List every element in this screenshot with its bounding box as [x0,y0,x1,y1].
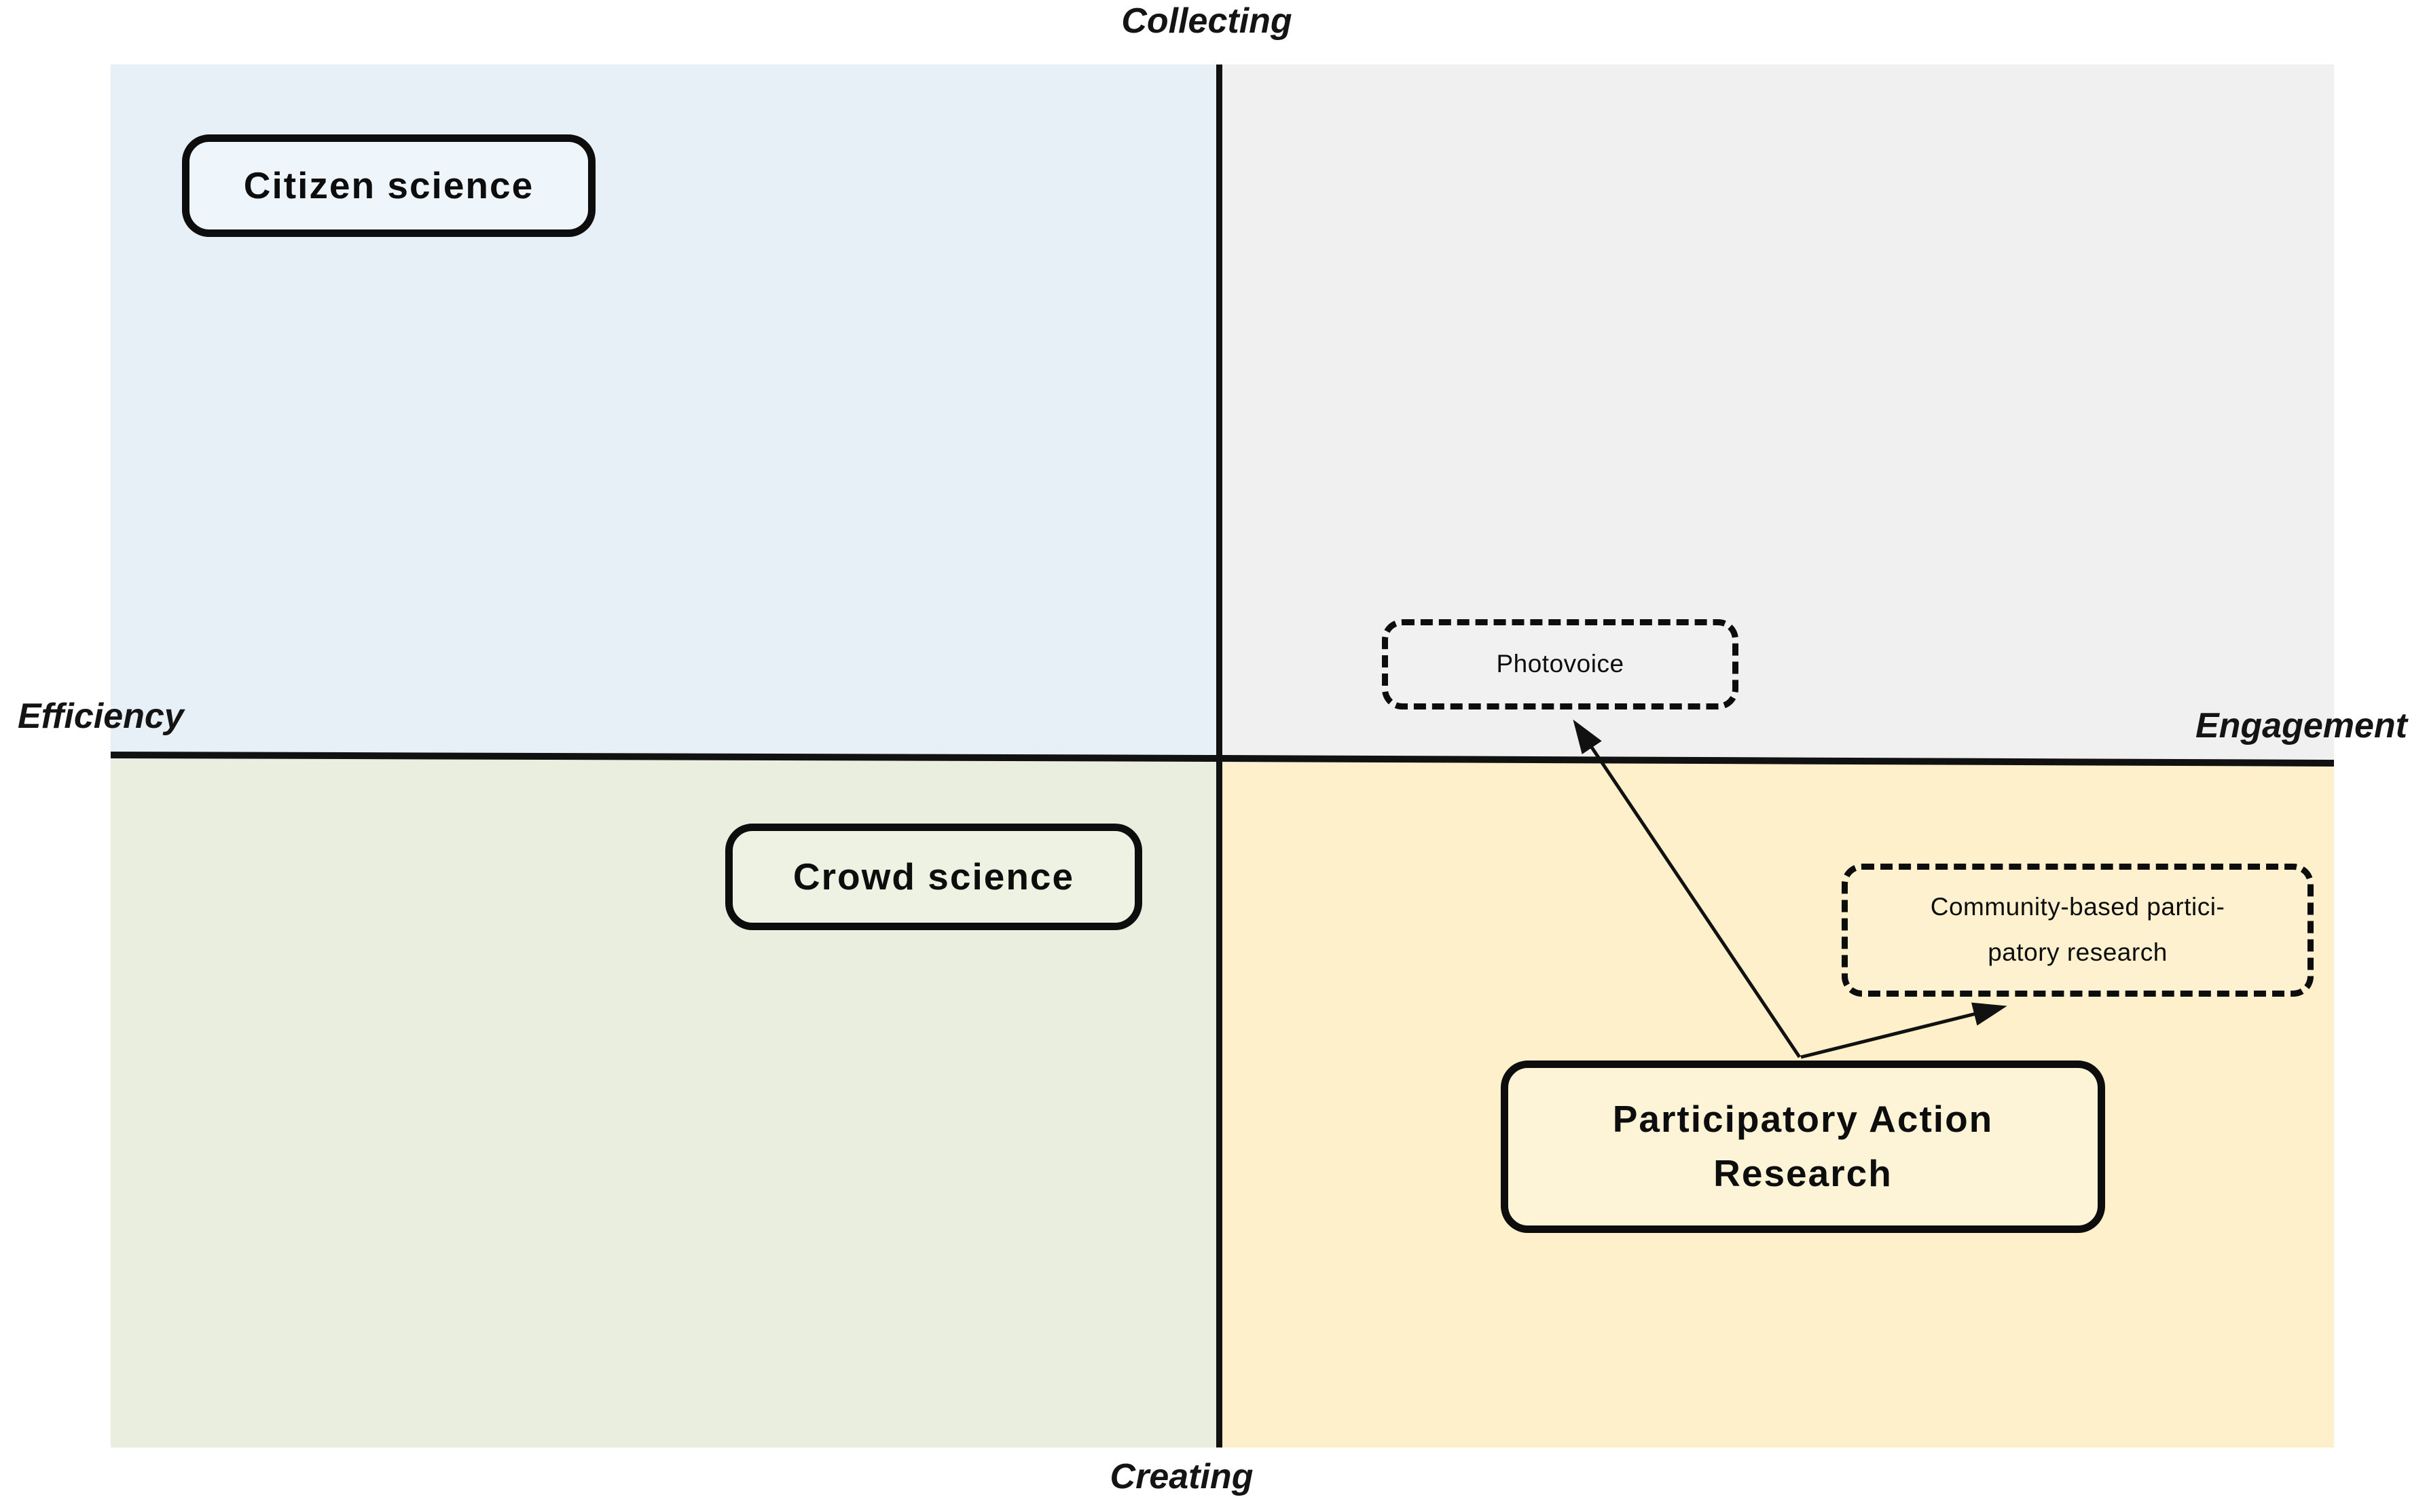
node-par-label-line1: Participatory Action [1612,1098,1994,1141]
node-cbpr-label-line2: patory research [1988,938,2168,966]
node-photovoice-label: Photovoice [1496,650,1624,678]
axis-label-engagement: Engagement [2195,706,2407,745]
node-photovoice: Photovoice [1382,619,1738,709]
node-crowd-science: Crowd science [725,824,1142,930]
node-community-based-participatory-research: Community-based partici- patory research [1842,864,2314,997]
arrow-par-to-photovoice [1573,719,1802,1058]
axis-label-efficiency: Efficiency [18,697,184,736]
axis-label-creating: Creating [1110,1457,1254,1496]
node-citizen-science-label: Citizen science [243,164,534,206]
node-participatory-action-research: Participatory Action Research [1501,1061,2105,1233]
node-par-label-line2: Research [1713,1152,1893,1194]
horizontal-axis-line [110,752,2335,767]
node-citizen-science: Citizen science [182,134,596,237]
node-cbpr-label-line1: Community-based partici- [1930,893,2225,921]
axis-label-collecting: Collecting [1121,1,1292,41]
arrow-par-to-cbpr [1800,1002,2007,1059]
node-crowd-science-label: Crowd science [792,855,1075,898]
